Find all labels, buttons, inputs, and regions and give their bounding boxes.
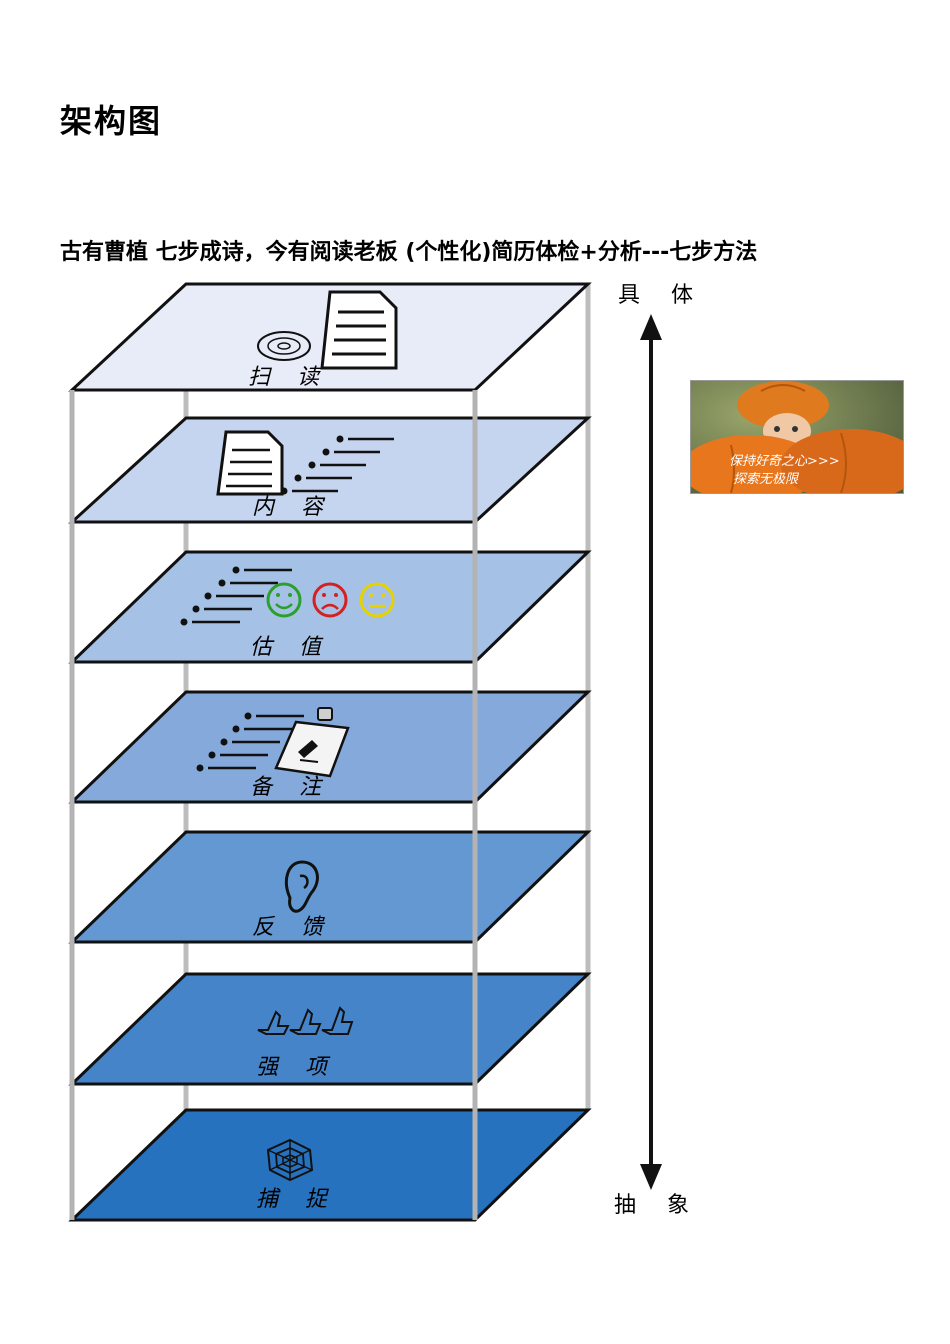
layer-label-notes: 备 注 [250, 775, 331, 800]
axis-label-concrete: 具 体 [618, 283, 705, 308]
promo-line-1: 保持好奇之心>>> [729, 454, 840, 469]
layer-notes: 备 注 [72, 692, 588, 802]
layer-label-capture: 捕 捉 [256, 1187, 337, 1212]
layer-label-feedback: 反 馈 [252, 915, 333, 940]
layer-strengths: 强 项 [72, 974, 588, 1084]
layer-scan: 扫 读 [72, 284, 588, 390]
layer-label-scan: 扫 读 [248, 365, 329, 390]
layer-feedback: 反 馈 [72, 832, 588, 942]
layer-valuation: 估 值 [72, 552, 588, 662]
layer-capture: 捕 捉 [72, 1110, 588, 1220]
arrow-up-icon [640, 314, 662, 340]
layer-label-content: 内 容 [252, 495, 333, 520]
arrow-down-icon [640, 1164, 662, 1190]
document-icon [218, 432, 282, 494]
promo-line-2: 探索无极限 [733, 472, 800, 487]
layer-content: 内 容 [72, 418, 588, 522]
document-icon [322, 292, 396, 368]
axis-label-abstract: 抽 象 [614, 1193, 701, 1218]
curiosity-promo-image: 保持好奇之心>>> 探索无极限 [690, 380, 904, 494]
layer-label-valuation: 估 值 [250, 635, 331, 660]
layer-label-strengths: 强 项 [256, 1055, 337, 1080]
